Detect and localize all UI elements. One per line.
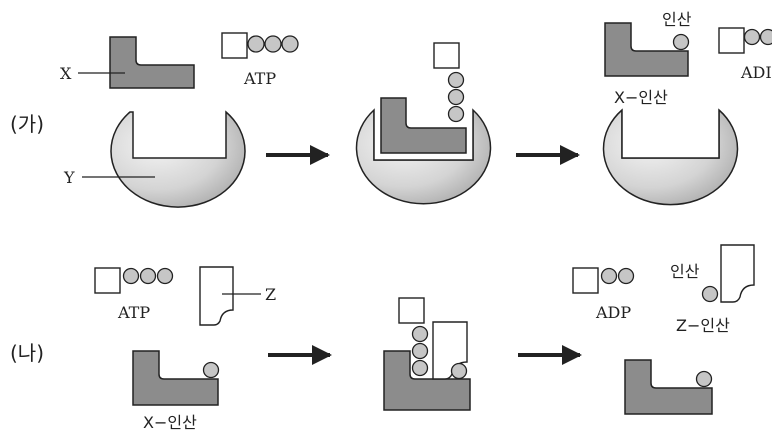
z-label: Z	[265, 285, 276, 304]
panel-a-step1: X ATP Y	[60, 32, 299, 208]
phosphate-circle-b2	[450, 362, 468, 380]
atp-molecule-b	[94, 267, 174, 294]
phosphate-circle-b3-x	[695, 370, 713, 388]
enzyme-y-complex	[355, 108, 492, 205]
y-label: Y	[63, 168, 75, 187]
enzyme-y-shape	[110, 110, 246, 208]
substrate-x-bound-b	[383, 350, 471, 411]
phosphate-label-b3: 인산	[670, 262, 700, 281]
substrate-x-shape	[109, 36, 195, 89]
panel-b-label: (나)	[10, 341, 44, 365]
atp-molecule	[221, 32, 299, 59]
enzyme-y-released	[602, 108, 739, 206]
x-phosphate-shape-b1	[132, 350, 219, 406]
atp-molecule-bound-b	[398, 297, 429, 377]
phosphate-label-a3: 인산	[662, 10, 692, 29]
x-phosphate-label-b1: X−인산	[143, 413, 197, 432]
adp-label-b3: ADP	[595, 303, 631, 322]
panel-b-step3: ADP 인산 Z−인산	[572, 244, 755, 415]
atp-molecule-bound	[433, 42, 465, 123]
adp-molecule-b3	[572, 267, 635, 294]
substrate-x-bound	[380, 97, 467, 154]
x-phosphate-shape	[604, 22, 689, 77]
phosphate-circle-b1	[202, 361, 220, 379]
atp-label-b: ATP	[117, 303, 150, 322]
x-phosphate-label-a3: X−인산	[614, 88, 668, 107]
phosphate-circle-a3	[672, 33, 690, 51]
adp-label-a3: ADI	[740, 63, 772, 82]
panel-b-step1: ATP Z X−인산	[94, 266, 276, 432]
substrate-z-shape	[199, 266, 234, 326]
panel-a-label: (가)	[10, 112, 44, 136]
z-phosphate-shape	[720, 244, 755, 303]
phosphate-circle-b3	[701, 285, 719, 303]
panel-a-step3: 인산 X−인산 ADI	[602, 10, 772, 206]
panel-b-step2	[383, 297, 471, 411]
panel-a-step2	[355, 42, 492, 205]
z-phosphate-label-b3: Z−인산	[676, 316, 730, 335]
substrate-x-released-b	[624, 359, 713, 415]
adp-molecule-a3	[718, 27, 772, 54]
x-label: X	[60, 64, 72, 83]
atp-label: ATP	[243, 69, 276, 88]
